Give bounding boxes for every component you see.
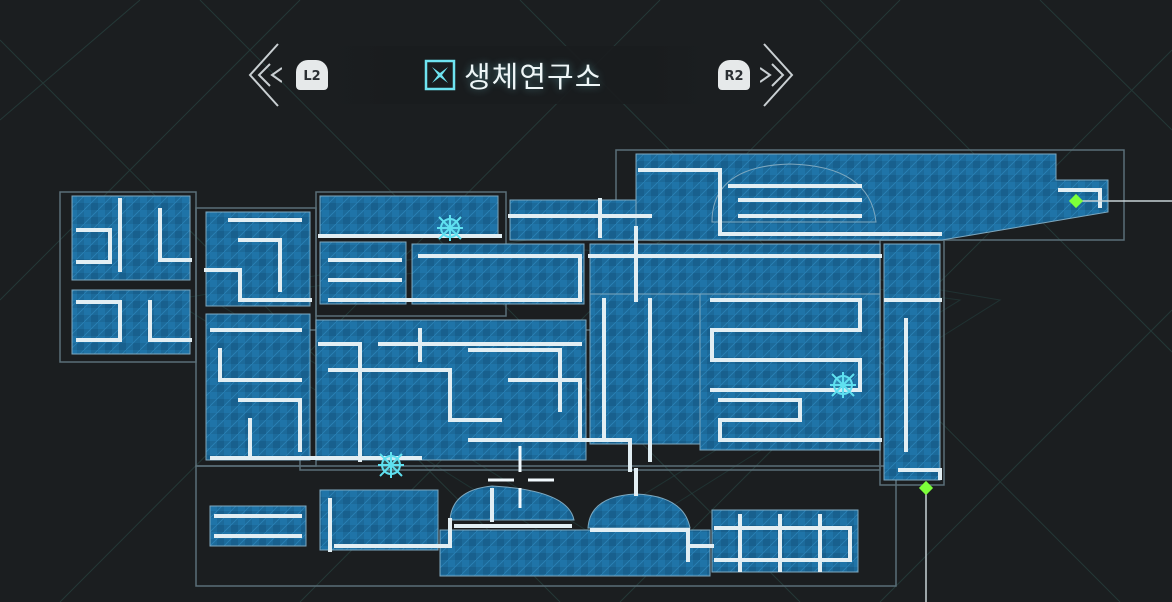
save-room-icon xyxy=(378,215,856,478)
area-title-banner xyxy=(330,46,710,104)
r2-button[interactable]: R2 xyxy=(718,60,750,90)
exit-door-icon xyxy=(918,193,1084,496)
corridors xyxy=(76,168,1102,572)
next-area-arrow-icon[interactable] xyxy=(760,42,796,108)
exit-connectors xyxy=(925,200,1172,602)
area-name: 생체연구소 xyxy=(464,60,603,94)
map-cursor-icon xyxy=(488,446,554,508)
prev-area-arrow-icon[interactable] xyxy=(246,42,282,108)
lab-area-icon xyxy=(424,59,456,91)
l2-button[interactable]: L2 xyxy=(296,60,328,90)
area-title: 생체연구소 xyxy=(424,54,602,96)
